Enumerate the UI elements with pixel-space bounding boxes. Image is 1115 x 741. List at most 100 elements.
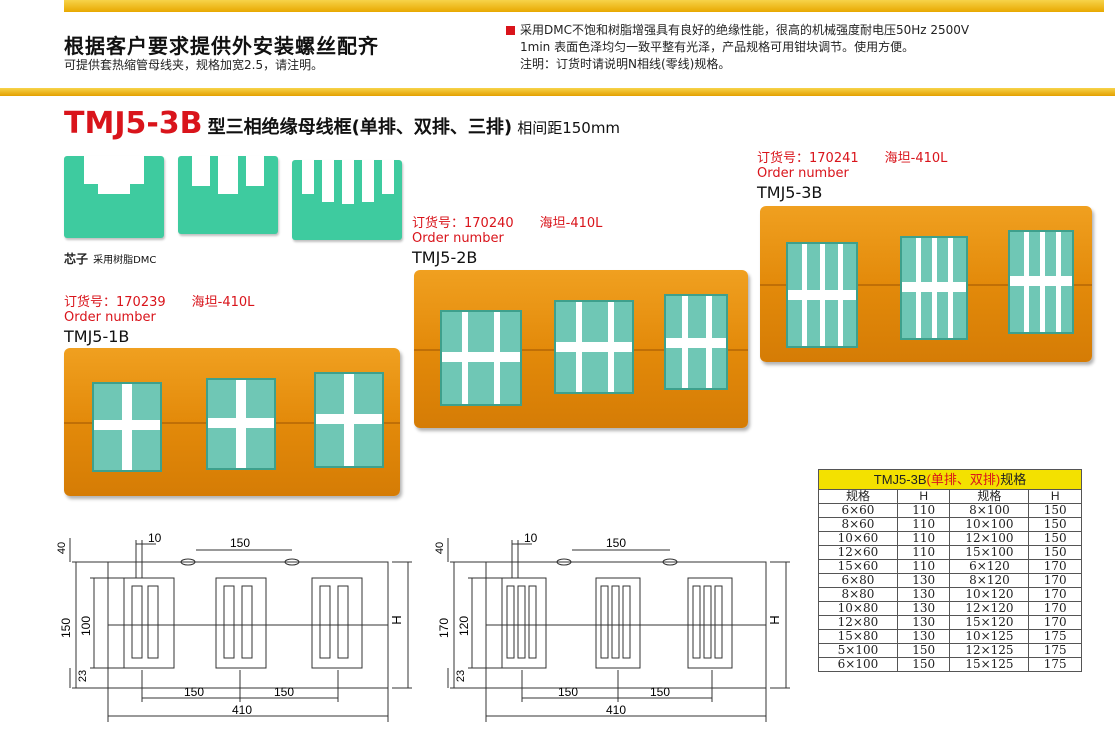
bullet-icon bbox=[506, 26, 515, 35]
dim-total: 410 bbox=[232, 703, 252, 717]
header-title: 根据客户要求提供外安装螺丝配齐 bbox=[64, 34, 379, 58]
caption-suffix: 规格 bbox=[1000, 472, 1027, 487]
dim-spacing: 150 bbox=[606, 536, 626, 550]
core-label: 芯子 bbox=[64, 252, 89, 266]
caption-prefix: TMJ5-3B bbox=[873, 472, 927, 487]
table-cell: 175 bbox=[1028, 629, 1082, 644]
caption-red: (单排、双排) bbox=[926, 472, 1001, 487]
table-cell: 110 bbox=[896, 531, 951, 546]
table-cell: 12×60 bbox=[818, 545, 898, 560]
dim-inner: 100 bbox=[79, 616, 93, 636]
note-line-1: 采用DMC不饱和树脂增强具有良好的绝缘性能，很高的机械强度耐电压50Hz 250… bbox=[520, 23, 970, 37]
core-caption: 芯子 采用树脂DMC bbox=[64, 248, 156, 267]
col-header-spec-1: 规格 bbox=[818, 489, 898, 504]
table-cell: 15×60 bbox=[818, 559, 898, 574]
product-spacing: 相间距150mm bbox=[517, 119, 621, 137]
table-cell: 130 bbox=[896, 587, 951, 602]
table-cell: 12×125 bbox=[949, 643, 1030, 658]
table-caption: TMJ5-3B(单排、双排)规格 bbox=[818, 469, 1082, 490]
table-cell: 12×80 bbox=[818, 615, 898, 630]
table-cell: 130 bbox=[896, 629, 951, 644]
table-cell: 10×125 bbox=[949, 629, 1030, 644]
core-material: 采用树脂DMC bbox=[93, 255, 157, 266]
table-cell: 8×120 bbox=[949, 573, 1030, 588]
table-cell: 10×60 bbox=[818, 531, 898, 546]
dim-23: 23 bbox=[77, 670, 89, 682]
variant-1-brand: 海坦-410L bbox=[191, 295, 255, 310]
dim-h: H bbox=[767, 615, 782, 624]
top-decor-bar bbox=[64, 0, 1104, 12]
variant-2-name: TMJ5-2B bbox=[412, 248, 478, 267]
table-cell: 8×100 bbox=[949, 503, 1030, 518]
product-image-tmj5-3b bbox=[760, 206, 1092, 362]
table-cell: 175 bbox=[1028, 657, 1082, 672]
table-cell: 5×100 bbox=[818, 643, 898, 658]
dim-height: 170 bbox=[437, 618, 451, 638]
drawing-170: 40 10 150 170 120 23 H 150 150 410 bbox=[434, 531, 790, 722]
table-cell: 10×100 bbox=[949, 517, 1030, 532]
table-cell: 15×120 bbox=[949, 615, 1030, 630]
header-divider-bar bbox=[0, 88, 1115, 96]
product-image-tmj5-1b bbox=[64, 348, 400, 496]
variant-2-order-en: Order number bbox=[412, 231, 504, 246]
table-cell: 150 bbox=[1028, 503, 1082, 518]
variant-3-order-en: Order number bbox=[757, 166, 849, 181]
core-image-2 bbox=[178, 156, 278, 234]
table-cell: 150 bbox=[1028, 545, 1082, 560]
product-image-tmj5-2b bbox=[414, 270, 748, 428]
dim-bottom-2: 150 bbox=[274, 685, 294, 699]
table-cell: 150 bbox=[896, 643, 951, 658]
table-cell: 170 bbox=[1028, 559, 1082, 574]
header-subtitle: 可提供套热缩管母线夹，规格加宽2.5，请注明。 bbox=[64, 58, 324, 72]
table-cell: 110 bbox=[896, 559, 951, 574]
variant-3-brand: 海坦-410L bbox=[884, 151, 948, 166]
table-cell: 130 bbox=[896, 573, 951, 588]
table-cell: 15×100 bbox=[949, 545, 1030, 560]
table-cell: 6×100 bbox=[818, 657, 898, 672]
dim-40: 40 bbox=[56, 542, 68, 554]
dim-height: 150 bbox=[59, 618, 73, 638]
table-cell: 8×60 bbox=[818, 517, 898, 532]
header-note: 采用DMC不饱和树脂增强具有良好的绝缘性能，很高的机械强度耐电压50Hz 250… bbox=[506, 22, 969, 73]
table-cell: 130 bbox=[896, 615, 951, 630]
table-cell: 150 bbox=[1028, 531, 1082, 546]
dim-spacing: 150 bbox=[230, 536, 250, 550]
dim-bottom-1: 150 bbox=[184, 685, 204, 699]
variant-3-name: TMJ5-3B bbox=[757, 183, 823, 202]
table-cell: 15×80 bbox=[818, 629, 898, 644]
dim-total: 410 bbox=[606, 703, 626, 717]
table-cell: 110 bbox=[896, 517, 951, 532]
variant-2-brand: 海坦-410L bbox=[539, 216, 603, 231]
table-cell: 175 bbox=[1028, 643, 1082, 658]
table-cell: 170 bbox=[1028, 601, 1082, 616]
table-cell: 8×80 bbox=[818, 587, 898, 602]
col-header-h-1: H bbox=[896, 489, 951, 504]
variant-1-order: 订货号：170239 bbox=[64, 295, 166, 310]
table-cell: 15×125 bbox=[949, 657, 1030, 672]
table-cell: 150 bbox=[1028, 517, 1082, 532]
variant-1-name: TMJ5-1B bbox=[64, 327, 130, 346]
note-line-2: 1min 表面色泽均匀一致平整有光泽，产品规格可用钳块调节。使用方便。 bbox=[520, 40, 915, 54]
product-title: TMJ5-3B 型三相绝缘母线框(单排、双排、三排) 相间距150mm bbox=[64, 106, 620, 141]
variant-1-order-en: Order number bbox=[64, 310, 156, 325]
dim-40: 40 bbox=[434, 542, 446, 554]
drawing-150: 40 10 150 150 100 23 H 150 150 410 bbox=[56, 531, 412, 722]
dim-inner: 120 bbox=[457, 616, 471, 636]
table-cell: 10×120 bbox=[949, 587, 1030, 602]
table-cell: 110 bbox=[896, 545, 951, 560]
note-line-3: 注明：订货时请说明N相线(零线)规格。 bbox=[520, 57, 731, 71]
